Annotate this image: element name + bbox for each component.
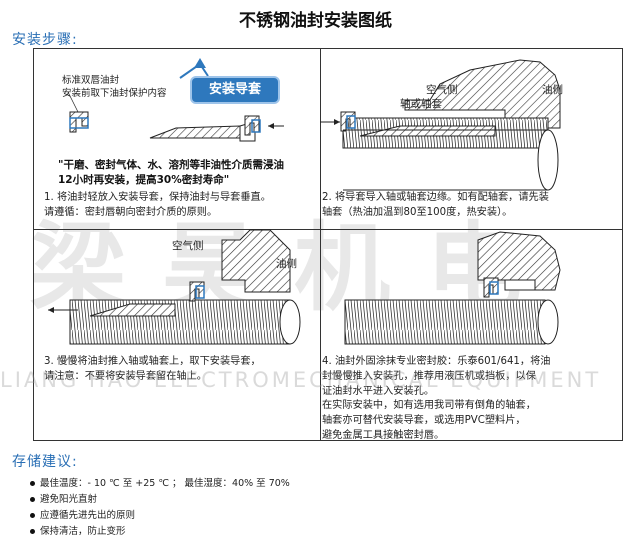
step-4-line-1: 4. 油封外固涂抹专业密封胶：乐泰601/641，将油 [322, 356, 551, 367]
step-3-line-1: 3. 慢慢将油封推入轴或轴套上，取下安装导套， [44, 356, 261, 367]
step-3-text: 3. 慢慢将油封推入轴或轴套上，取下安装导套， 请注意：不要将安装导套留在轴上。 [44, 354, 261, 384]
install-sleeve-badge: 安装导套 [190, 76, 280, 104]
seal-desc-line-2: 安装前取下油封保护内容 [62, 88, 167, 99]
storage-item-clean: 保持清洁，防止变形 [30, 523, 126, 537]
shaft-label: 轴或轴套 [400, 98, 442, 110]
page-title: 不锈钢油封安装图纸 [239, 11, 392, 31]
panel-3-diagram [48, 229, 301, 345]
storage-text-3: 保持清洁，防止变形 [40, 526, 126, 537]
bullet-icon [30, 481, 35, 486]
diagram-frame [33, 48, 623, 441]
step-4-extra-line-3: 避免金属工具接触密封唇。 [322, 430, 445, 441]
storage-item-sunlight: 避免阳光直射 [30, 491, 97, 505]
seal-desc-line-1: 标准双唇油封 [62, 75, 120, 86]
oil-side-label-3: 油侧 [276, 258, 297, 270]
step-4-line-2: 封慢慢推入安装孔，推荐用液压机或挡板，以保 [322, 371, 536, 382]
air-side-label-2: 空气侧 [426, 84, 458, 96]
step-4-extra-line-2: 轴套亦可替代安装导套，或选用PVC塑料片， [322, 415, 526, 426]
panel-1-diagram [67, 58, 284, 142]
note-line-1: "干磨、密封气体、水、溶剂等非油性介质需浸油 [58, 159, 284, 171]
step-1-line-2: 请遵循：密封唇朝向密封介质的原则。 [44, 207, 218, 218]
panel-4-diagram [344, 231, 561, 345]
bullet-icon [30, 513, 35, 518]
note-line-2: 12小时再安装，提高30%密封寿命" [58, 174, 230, 186]
vertical-divider [320, 49, 321, 440]
storage-text-0: 最佳温度：- 10 ℃ 至 +25 ℃ ； 最佳湿度：40% 至 70% [40, 478, 290, 489]
storage-heading: 存储建议: [12, 454, 78, 470]
horizontal-divider [34, 229, 622, 230]
storage-item-fifo: 应遵循先进先出的原则 [30, 507, 135, 521]
steps-heading: 安装步骤: [12, 32, 78, 48]
bullet-icon [30, 529, 35, 534]
panel-2-diagram [320, 59, 561, 191]
step-4-line-3: 证油封水平进入安装孔。 [322, 386, 435, 397]
step-3-line-2: 请注意：不要将安装导套留在轴上。 [44, 371, 207, 382]
step-4-extra-line-1: 在实际安装中，如有选用我司带有倒角的轴套， [322, 400, 536, 411]
step-2-line-1: 2. 将导套导入轴或轴套边缘。如有配轴套，请先装 [322, 192, 549, 203]
watermark-english: LIANG HAO ELECTROMECHANICAL EQUIPMENT [0, 368, 602, 392]
storage-text-2: 应遵循先进先出的原则 [40, 510, 136, 521]
air-side-label-3: 空气侧 [172, 240, 204, 252]
step-4-text: 4. 油封外固涂抹专业密封胶：乐泰601/641，将油 封慢慢推入安装孔，推荐用… [322, 354, 550, 399]
storage-item-temp: 最佳温度：- 10 ℃ 至 +25 ℃ ； 最佳湿度：40% 至 70% [30, 475, 290, 489]
step-2-line-2: 轴套（热油加温到80至100度，热安装）。 [322, 207, 513, 218]
storage-text-1: 避免阳光直射 [40, 494, 98, 505]
step-2-text: 2. 将导套导入轴或轴套边缘。如有配轴套，请先装 轴套（热油加温到80至100度… [322, 190, 549, 220]
step-1-line-1: 1. 将油封轻放入安装导套，保持油封与导套垂直。 [44, 192, 271, 203]
step-1-text: 1. 将油封轻放入安装导套，保持油封与导套垂直。 请遵循：密封唇朝向密封介质的原… [44, 190, 271, 220]
bullet-icon [30, 497, 35, 502]
oil-side-label-2: 油侧 [542, 84, 563, 96]
step-4-extra-text: 在实际安装中，如有选用我司带有倒角的轴套， 轴套亦可替代安装导套，或选用PVC塑… [322, 398, 536, 443]
